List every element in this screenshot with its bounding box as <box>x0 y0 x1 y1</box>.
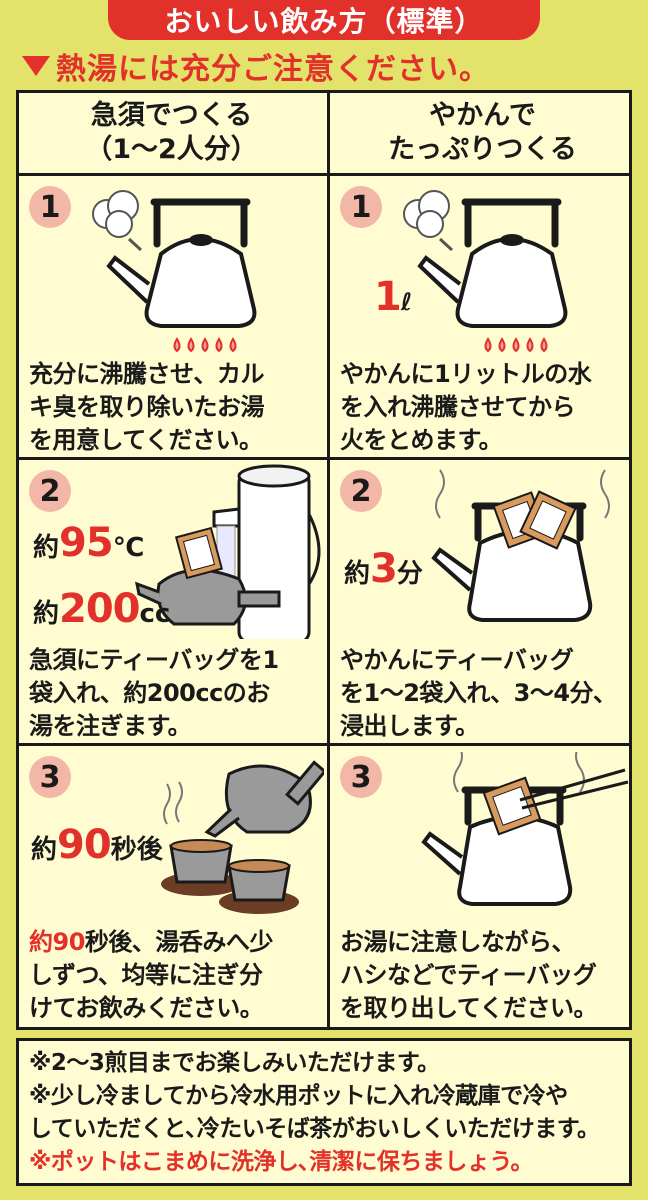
desc-line: 浸出します。 <box>340 712 479 740</box>
note-line: ※少し冷ましてから冷水用ポットに入れ冷蔵庫で冷や <box>29 1083 568 1109</box>
step-number-badge: 1 <box>29 186 71 228</box>
time-prefix: 約 <box>344 559 371 589</box>
steam-icon <box>403 190 454 252</box>
note-line: ※2〜3煎目までお楽しみいただけます。 <box>29 1050 440 1076</box>
kettle-icon <box>431 469 610 622</box>
teabag-icon <box>492 490 577 550</box>
step-description: 充分に沸騰させ、カル キ臭を取り除いたお湯 を用意してください。 <box>29 358 321 457</box>
teacup-icon <box>161 839 299 914</box>
kyusu-step-1: 1 充分に沸騰させ、カル キ臭を取り除いたお湯 を用意してく <box>19 176 324 457</box>
teabag-icon <box>482 776 542 836</box>
column-header-kyusu: 急須でつくる （1〜2人分） <box>19 93 324 173</box>
step-number-badge: 3 <box>340 756 382 798</box>
note-line-warning: ※ポットはこまめに洗浄し､清潔に保ちましょう。 <box>29 1149 533 1175</box>
time-unit: 分 <box>396 559 423 589</box>
column-header-yakan: やかんで たっぷりつくる <box>330 93 635 173</box>
steam-icon <box>163 781 183 825</box>
step-number-badge: 2 <box>340 470 382 512</box>
step-number-badge: 2 <box>29 470 71 512</box>
note-line: していただくと､冷たいそば茶がおいしくいただけます。 <box>29 1116 600 1142</box>
liter-unit: ℓ <box>400 288 413 316</box>
vol-unit: cc <box>139 599 171 629</box>
yakan-step-3: 3 お湯に注意しながら、 ハシなどでティーバッグ を取り出してください。 <box>330 746 635 1027</box>
desc-line: けてお飲みください。 <box>29 994 264 1022</box>
column-divider <box>327 93 330 1027</box>
desc-line: 約90秒後、湯呑みへ少 <box>29 926 321 959</box>
desc-line-rest: 秒後、湯呑みへ少 <box>84 928 274 956</box>
column-header-line: （1〜2人分） <box>85 134 258 165</box>
notes-box: ※2〜3煎目までお楽しみいただけます。 ※少し冷ましてから冷水用ポットに入れ冷蔵… <box>16 1038 632 1186</box>
flame-icon <box>484 337 548 353</box>
flame-icon <box>173 337 237 353</box>
step-description: やかんに1リットルの水 を入れ沸騰させてから 火をとめます。 <box>340 358 632 457</box>
temp-unit: ℃ <box>112 533 145 563</box>
row-divider <box>19 457 629 460</box>
desc-line: 火をとめます。 <box>340 426 503 454</box>
kyusu-step-2: 2 約 95 ℃ 約 200 cc <box>19 460 324 743</box>
thermos-icon <box>135 464 321 639</box>
page-title: おいしい飲み方（標準） <box>164 5 484 38</box>
liter-label: 1 ℓ <box>374 274 412 320</box>
time-label: 約 3 分 <box>344 546 423 592</box>
kettle-icon <box>92 190 257 353</box>
step-number-badge: 1 <box>340 186 382 228</box>
column-header-line: たっぷりつくる <box>388 134 577 165</box>
desc-line: 湯を注ぎます。 <box>29 712 192 740</box>
kettle-icon <box>403 190 568 353</box>
temperature-label: 約 95 ℃ <box>33 520 144 566</box>
desc-line: キ臭を取り除いたお湯 <box>29 393 265 421</box>
desc-line: を用意してください。 <box>29 426 263 454</box>
temp-prefix: 約 <box>33 533 60 563</box>
vol-value: 200 <box>59 586 140 632</box>
desc-line: を取り出してください。 <box>340 994 598 1022</box>
steam-icon <box>453 752 585 793</box>
row-divider <box>19 743 629 746</box>
volume-label: 約 200 cc <box>33 586 170 632</box>
time-label: 約 90 秒後 <box>31 822 163 868</box>
step-description: 約90秒後、湯呑みへ少 しずつ、均等に注ぎ分 けてお飲みください。 <box>29 926 321 1025</box>
desc-line: を1〜2袋入れ、3〜4分、 <box>340 679 617 707</box>
kettle-icon <box>421 752 629 906</box>
steam-icon <box>435 469 610 519</box>
desc-line: しずつ、均等に注ぎ分 <box>29 961 263 989</box>
desc-line: お湯に注意しながら、 <box>340 928 576 956</box>
row-divider <box>19 173 629 176</box>
desc-line: ハシなどでティーバッグ <box>340 961 597 989</box>
chopsticks-icon <box>519 768 629 810</box>
steam-icon <box>92 190 143 252</box>
desc-line: やかんに1リットルの水 <box>340 360 592 388</box>
time-value: 90 <box>57 822 112 868</box>
desc-highlight: 約90 <box>29 928 85 956</box>
warning-text: 熱湯には充分ご注意ください。 <box>56 52 490 87</box>
warning-triangle-icon <box>22 56 50 76</box>
time-prefix: 約 <box>31 835 58 865</box>
step-description: 急須にティーバッグを1 袋入れ、約200ccのお 湯を注ぎます。 <box>29 644 321 743</box>
teabag-icon <box>174 526 224 580</box>
time-unit: 秒後 <box>110 835 163 865</box>
desc-line: 急須にティーバッグを1 <box>29 646 279 674</box>
time-value: 3 <box>370 546 398 592</box>
step-description: やかんにティーバッグ を1〜2袋入れ、3〜4分、 浸出します。 <box>340 644 632 743</box>
title-banner: おいしい飲み方（標準） <box>108 0 540 40</box>
column-header-line: 急須でつくる <box>90 100 253 131</box>
yakan-step-2: 2 約 3 分 やかんにティーバッグ を1〜2袋入れ、3〜4分、 浸出し <box>330 460 635 743</box>
instruction-grid: 急須でつくる （1〜2人分） やかんで たっぷりつくる 1 <box>16 90 632 1030</box>
temp-value: 95 <box>59 520 114 566</box>
step-description: お湯に注意しながら、 ハシなどでティーバッグ を取り出してください。 <box>340 926 632 1025</box>
yakan-step-1: 1 1 ℓ やかんに1リットルの水 <box>330 176 635 457</box>
desc-line: 袋入れ、約200ccのお <box>29 679 270 707</box>
teapot-icon <box>135 568 281 626</box>
desc-line: やかんにティーバッグ <box>340 646 574 674</box>
heat-warning: 熱湯には充分ご注意ください。 <box>22 44 632 88</box>
desc-line: 充分に沸騰させ、カル <box>29 360 265 388</box>
vol-prefix: 約 <box>33 599 60 629</box>
column-header-line: やかんで <box>429 100 536 131</box>
teapot-icon <box>161 760 324 914</box>
desc-line: を入れ沸騰させてから <box>340 393 576 421</box>
step-number-badge: 3 <box>29 756 71 798</box>
liter-value: 1 <box>374 274 402 320</box>
kyusu-step-3: 3 約 90 秒後 約90秒後、湯呑みへ少 しず <box>19 746 324 1027</box>
